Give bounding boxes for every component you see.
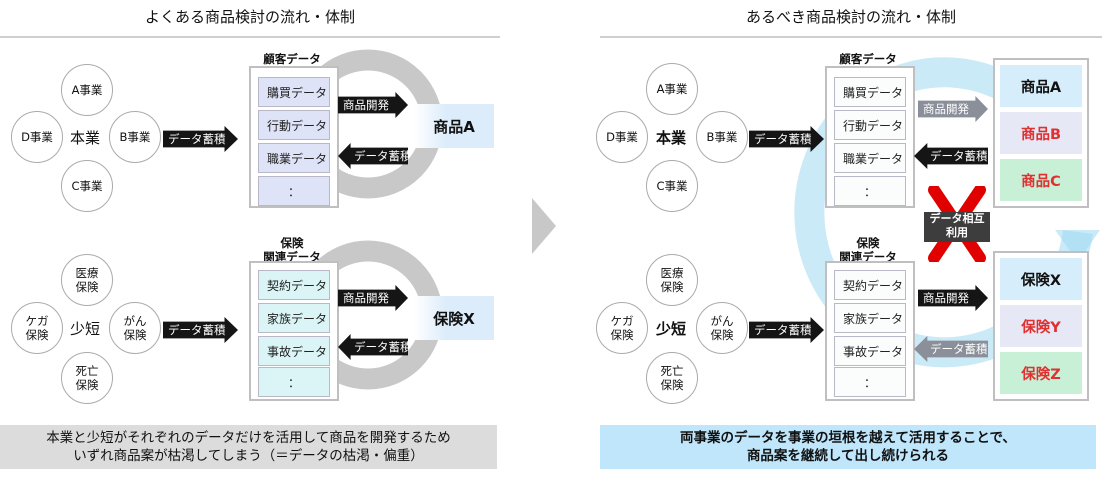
bubble-b-business: B事業 <box>109 111 161 163</box>
right-title: あるべき商品検討の流れ・体制 <box>745 8 956 26</box>
panel-label-insurance-data: 保険 関連データ <box>839 236 897 265</box>
cell-occupation-data: 職業データ <box>258 143 330 173</box>
insurance-x-tier: 保険X <box>1000 258 1082 300</box>
transition-chevron-icon <box>532 198 556 254</box>
insurance-data-panel: 契約データ 家族データ 事故データ ： <box>825 261 915 401</box>
cell-ellipsis: ： <box>258 176 330 206</box>
cell-accident-data: 事故データ <box>834 336 906 366</box>
customer-data-panel: 購買データ 行動データ 職業データ ： <box>249 66 339 208</box>
product-a-tier: 商品A <box>1000 65 1082 107</box>
cell-behavior-data: 行動データ <box>834 110 906 140</box>
bubble-injury-insurance: ケガ 保険 <box>596 302 648 354</box>
bubble-d-business: D事業 <box>596 111 648 163</box>
cell-ellipsis: ： <box>258 367 330 397</box>
center-main-business: 本業 <box>69 129 100 147</box>
bubble-death-insurance: 死亡 保険 <box>61 352 113 404</box>
bubble-medical-insurance: 医療 保険 <box>61 254 113 306</box>
mutual-data-use-label: データ相互 利用 <box>924 212 990 242</box>
right-caption: 両事業のデータを事業の垣根を越えて活用することで、 商品案を継続して出し続けられ… <box>600 425 1096 469</box>
bubble-d-business: D事業 <box>11 111 63 163</box>
panel-label-insurance-data: 保険 関連データ <box>263 236 321 265</box>
left-caption: 本業と少短がそれぞれのデータだけを活用して商品を開発するため いずれ商品案が枯渇… <box>0 425 497 469</box>
right-caption-line1: 両事業のデータを事業の垣根を越えて活用することで、 <box>680 429 1016 446</box>
right-header-divider <box>600 36 1102 38</box>
insurance-x-box: 保険X <box>414 296 494 340</box>
bubble-a-business: A事業 <box>646 63 698 115</box>
customer-data-panel: 購買データ 行動データ 職業データ ： <box>825 66 915 208</box>
center-small-insurance: 少短 <box>655 320 686 338</box>
right-caption-line2: 商品案を継続して出し続けられる <box>746 448 950 464</box>
left-title: よくある商品検討の流れ・体制 <box>144 8 355 26</box>
bubble-b-business: B事業 <box>696 111 748 163</box>
cell-ellipsis: ： <box>834 176 906 206</box>
left-header-divider <box>0 36 500 38</box>
product-a-box: 商品A <box>414 104 494 148</box>
right-cycle-arrowhead <box>1055 230 1100 262</box>
bubble-c-business: C事業 <box>646 160 698 212</box>
insurance-data-panel: 契約データ 家族データ 事故データ ： <box>249 261 339 401</box>
insurance-y-tier: 保険Y <box>1000 305 1082 347</box>
bubble-death-insurance: 死亡 保険 <box>646 352 698 404</box>
bubble-c-business: C事業 <box>61 160 113 212</box>
cell-contract-data: 契約データ <box>834 270 906 300</box>
cell-accident-data: 事故データ <box>258 336 330 366</box>
bubble-cancer-insurance: がん 保険 <box>696 302 748 354</box>
bubble-medical-insurance: 医療 保険 <box>646 254 698 306</box>
cell-purchase-data: 購買データ <box>834 77 906 107</box>
center-small-insurance: 少短 <box>69 320 100 338</box>
left-caption-line1: 本業と少短がそれぞれのデータだけを活用して商品を開発するため <box>46 429 451 446</box>
bubble-cancer-insurance: がん 保険 <box>109 302 161 354</box>
panel-label-customer-data: 顧客データ <box>263 52 321 66</box>
product-b-tier: 商品B <box>1000 112 1082 154</box>
products-panel: 商品A 商品B 商品C <box>993 58 1089 208</box>
bubble-a-business: A事業 <box>61 64 113 116</box>
cell-contract-data: 契約データ <box>258 270 330 300</box>
cell-family-data: 家族データ <box>834 303 906 333</box>
left-caption-line2: いずれ商品案が枯渇してしまう（＝データの枯渇・偏重） <box>73 448 424 464</box>
cell-family-data: 家族データ <box>258 303 330 333</box>
cell-behavior-data: 行動データ <box>258 110 330 140</box>
product-c-tier: 商品C <box>1000 159 1082 201</box>
bubble-injury-insurance: ケガ 保険 <box>11 302 63 354</box>
cell-purchase-data: 購買データ <box>258 77 330 107</box>
center-main-business: 本業 <box>655 129 686 147</box>
panel-label-customer-data: 顧客データ <box>839 52 897 66</box>
cell-ellipsis: ： <box>834 367 906 397</box>
cell-occupation-data: 職業データ <box>834 143 906 173</box>
insurance-z-tier: 保険Z <box>1000 352 1082 394</box>
insurance-products-panel: 保険X 保険Y 保険Z <box>993 251 1089 401</box>
